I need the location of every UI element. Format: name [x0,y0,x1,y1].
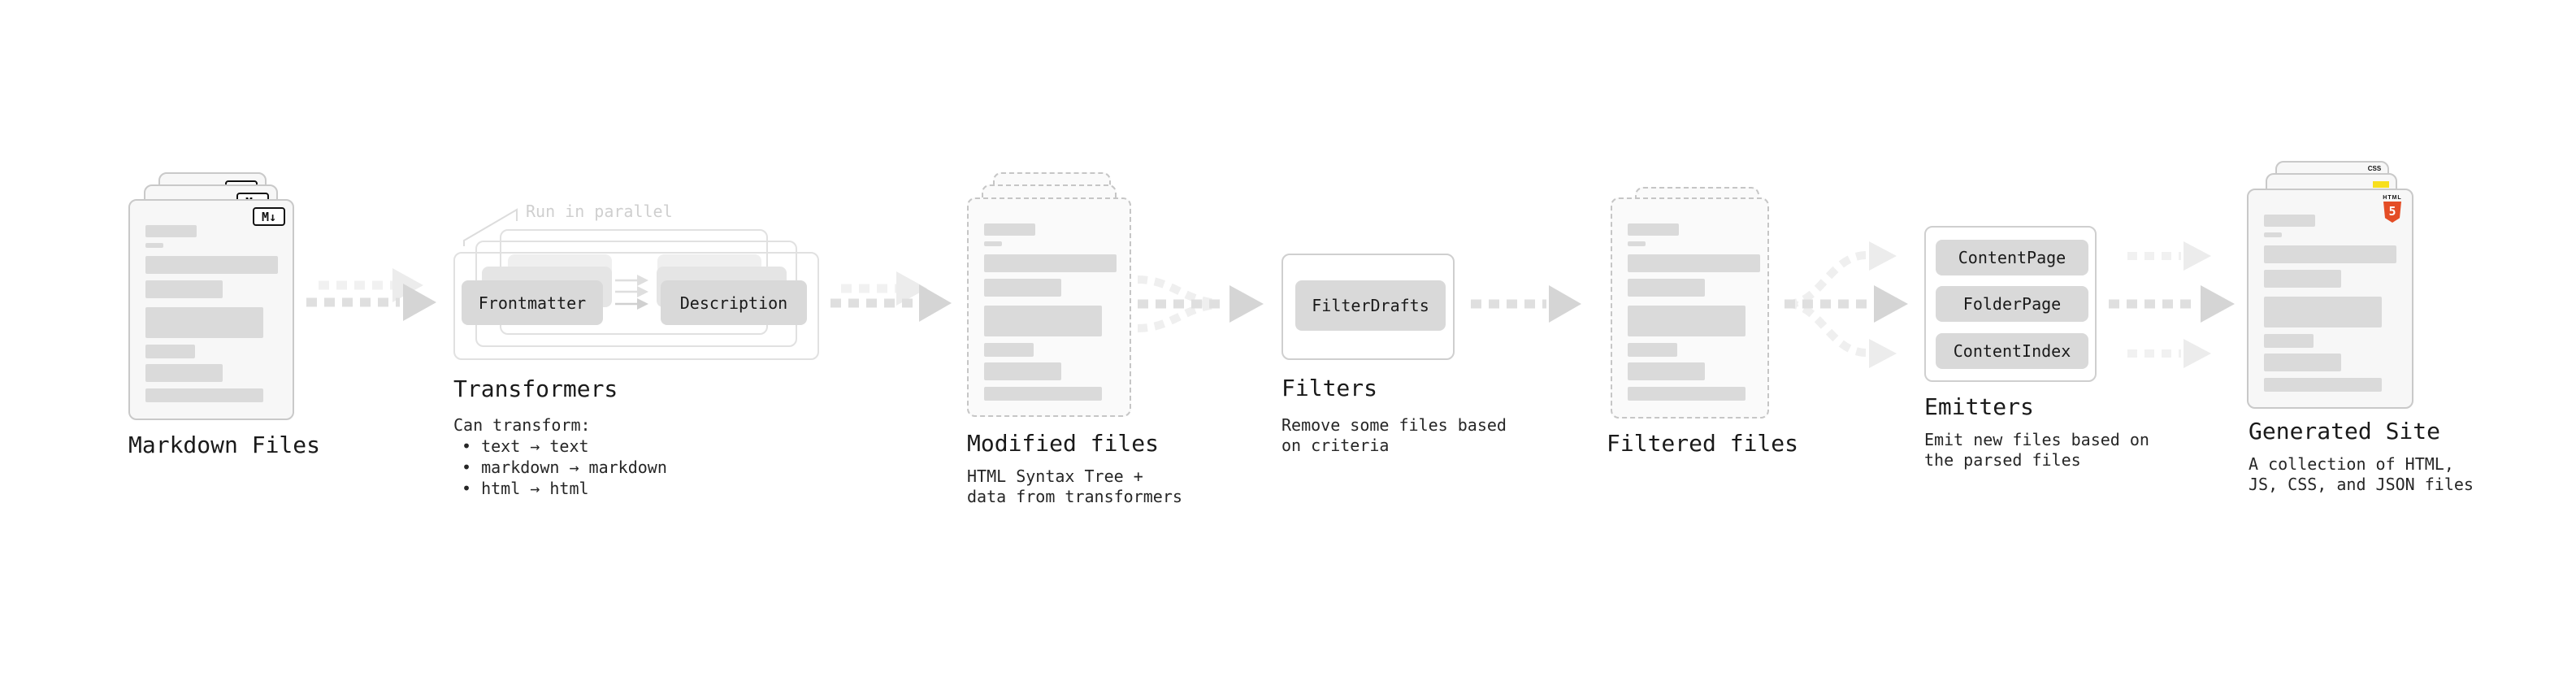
emitters-caption: Emit new files based on the parsed files [1924,430,2149,471]
file-card [1611,197,1769,419]
arrow-emitters-to-generated-icon [2109,241,2235,368]
html5-shield: 5 [2383,202,2401,223]
placeholder-bar [1628,241,1646,246]
placeholder-bar [145,225,197,237]
file-card: HTML 5 [2247,189,2413,409]
caption-line: the parsed files [1924,450,2081,470]
description-chip: Description [661,280,807,325]
html5-wordmark: HTML [2383,195,2402,201]
placeholder-bar [2264,354,2341,371]
placeholder-bar [2264,334,2314,348]
contentpage-chip: ContentPage [1936,240,2088,275]
placeholder-bar [984,387,1102,401]
caption-line: Remove some files based [1281,415,1507,435]
placeholder-bar [2264,270,2341,288]
filtered-files-title: Filtered files [1607,430,1799,457]
placeholder-bar [2264,378,2382,392]
caption-line: on criteria [1281,436,1390,455]
note-heading: Can transform: [453,415,591,435]
modified-files-title: Modified files [967,430,1160,457]
placeholder-bar [984,306,1102,336]
javascript-icon [2373,181,2389,188]
note-bullet: • markdown → markdown [462,458,667,477]
caption-line: JS, CSS, and JSON files [2249,475,2474,494]
transformers-title: Transformers [453,375,618,402]
placeholder-bar [145,364,223,382]
arrow-filters-to-filtered-icon [1471,285,1581,323]
placeholder-bar [1628,387,1746,401]
emitters-box: ContentPage FolderPage ContentIndex [1924,226,2097,382]
emitters-title: Emitters [1924,393,2034,420]
caption-line: Emit new files based on [1924,430,2149,449]
placeholder-bar [1628,306,1746,336]
folderpage-chip: FolderPage [1936,286,2088,322]
placeholder-bar [984,241,1002,246]
placeholder-bar [2264,245,2396,263]
file-card [967,197,1131,417]
filters-title: Filters [1281,375,1378,401]
run-in-parallel-label: Run in parallel [526,202,673,221]
placeholder-bar [145,243,163,248]
placeholder-bar [984,254,1117,272]
filters-caption: Remove some files based on criteria [1281,415,1507,456]
placeholder-bar [145,280,223,298]
caption-line: data from transformers [967,487,1182,506]
frontmatter-chip: Frontmatter [462,280,603,325]
note-bullet: • text → text [462,436,589,456]
placeholder-bar [1628,223,1679,236]
arrow-modified-to-filters-icon [1137,275,1264,332]
markdown-icon: M↓ [253,207,285,226]
placeholder-bar [984,362,1061,380]
caption-line: HTML Syntax Tree + [967,466,1143,486]
css-badge-label: CSS [2367,165,2382,172]
file-card: M↓ [128,199,294,420]
placeholder-bar [2264,215,2315,227]
placeholder-bar [145,307,263,338]
placeholder-bar [1628,254,1760,272]
placeholder-bar [1628,362,1705,380]
placeholder-bar [2264,232,2282,237]
arrow-filtered-to-emitters-icon [1785,241,1908,368]
html5-icon: HTML 5 [2383,195,2402,223]
transformer-instance-box [453,252,819,360]
filters-box: FilterDrafts [1281,254,1455,360]
placeholder-bar [984,279,1061,297]
run-in-parallel-leader-line [463,208,518,246]
markdown-files-title: Markdown Files [128,432,321,458]
filterdrafts-chip: FilterDrafts [1295,280,1446,331]
note-bullet: • html → html [462,479,589,498]
placeholder-bar [1628,279,1705,297]
contentindex-chip: ContentIndex [1936,333,2088,369]
placeholder-bar [145,256,278,274]
placeholder-bar [145,388,263,402]
generated-site-title: Generated Site [2249,418,2441,445]
parallel-run-arrows-icon [615,275,648,310]
modified-files-caption: HTML Syntax Tree + data from transformer… [967,466,1182,507]
caption-line: A collection of HTML, [2249,454,2454,474]
placeholder-bar [984,343,1034,357]
arrow-transformers-to-modified-icon [830,271,952,322]
placeholder-bar [145,345,195,358]
generated-site-caption: A collection of HTML, JS, CSS, and JSON … [2249,454,2474,495]
placeholder-bar [984,223,1035,236]
arrow-markdown-to-transformers-icon [306,268,436,321]
placeholder-bar [1628,343,1677,357]
placeholder-bar [2264,297,2382,327]
transformers-note: Can transform: • text → text • markdown … [453,414,667,499]
